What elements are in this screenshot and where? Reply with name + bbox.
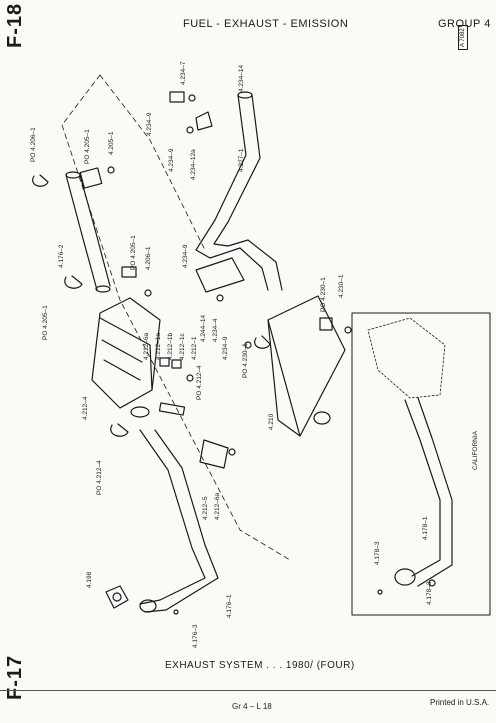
- part-label: 4.178–1: [422, 516, 429, 541]
- group-label: GROUP 4: [438, 18, 491, 30]
- front-pipe: [65, 174, 98, 291]
- part-label: 4.210: [268, 413, 275, 430]
- part-label: PO 4.230–1: [242, 343, 249, 378]
- part-label: PO 4.212–4: [196, 365, 203, 400]
- part-label: 4.234–9: [182, 244, 189, 269]
- part-label: 4.176–3: [192, 624, 199, 649]
- part-label: 4.198: [86, 571, 93, 588]
- part-label: 4.212–1c: [179, 333, 186, 360]
- part-label: 4.212–6a: [143, 332, 150, 360]
- part-label: 4.205–1: [108, 131, 115, 156]
- tailpipe: [195, 94, 269, 291]
- part-label: PO 4.205–1: [84, 129, 91, 164]
- part-label: 4.227–1: [238, 148, 245, 173]
- part-label: 4.234–9: [146, 112, 153, 137]
- part-label: 4.234–9: [168, 148, 175, 173]
- part-label: 4.234–4: [212, 318, 219, 343]
- part-label: PO 4.212–4: [96, 460, 103, 495]
- page-title: FUEL - EXHAUST - EMISSION: [183, 18, 349, 30]
- diagram-caption: EXHAUST SYSTEM . . . 1980/ (FOUR): [165, 660, 355, 671]
- part-label: 4.178–3: [426, 581, 433, 606]
- part-label: PO 4.205–1: [130, 235, 137, 270]
- part-label: 4.212–4: [82, 396, 89, 421]
- part-label: 4.212–1a: [155, 332, 162, 360]
- muffler: [267, 295, 346, 437]
- footer-rule: [0, 690, 496, 691]
- part-label: 4.244–14: [200, 314, 207, 342]
- part-label: 4.212–1: [191, 336, 198, 361]
- part-label: 4.176–2: [58, 244, 65, 269]
- printed-note: Printed in U.S.A.: [430, 698, 490, 707]
- part-label: 4.176–1: [226, 594, 233, 619]
- part-label: 4.212–1b: [167, 332, 174, 360]
- part-label: 4.206–1: [145, 246, 152, 271]
- footer-reference: Gr 4 – L 18: [232, 702, 272, 711]
- part-label: 4.234–14: [238, 64, 245, 92]
- california-inset: [351, 312, 491, 616]
- part-label: 4.234–9: [222, 336, 229, 361]
- part-label: 4.212–5: [202, 496, 209, 521]
- part-label: 4.212–6a: [214, 492, 221, 520]
- inset-label: CALIFORNIA: [472, 430, 479, 470]
- part-label: PO 4.206–1: [30, 127, 37, 162]
- part-label: 4.234–12a: [190, 149, 197, 180]
- part-label: PO 4.205–1: [42, 305, 49, 340]
- part-label: PO 4.230–1: [320, 277, 327, 312]
- part-label: 4.230–1: [338, 274, 345, 299]
- part-label: 4.234–7: [180, 61, 187, 86]
- part-label: 4.178–3: [374, 541, 381, 566]
